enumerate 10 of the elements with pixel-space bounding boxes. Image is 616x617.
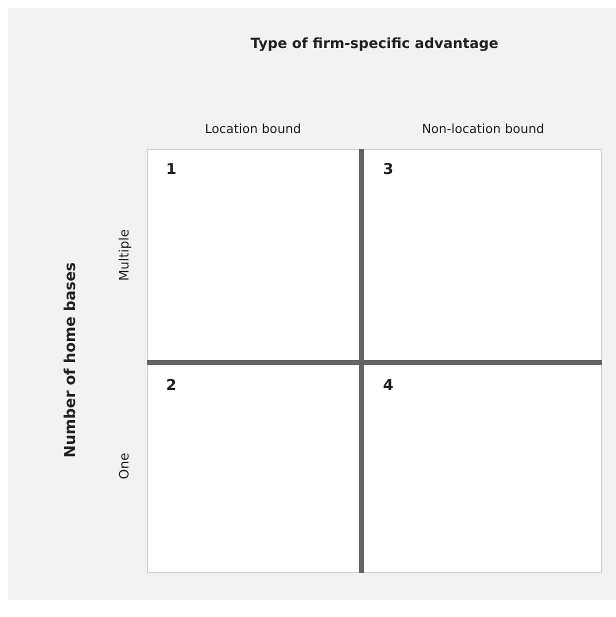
quadrant-number: 3 <box>383 159 394 180</box>
quadrant-number: 4 <box>383 375 394 396</box>
row-header: One <box>116 452 134 480</box>
axis-title: Type of firm-specific advantage <box>250 35 500 54</box>
axis-title: Number of home bases <box>60 262 80 458</box>
column-header: Location bound <box>204 120 302 138</box>
quadrant-number: 1 <box>166 159 176 180</box>
column-header: Non-location bound <box>420 120 546 138</box>
row-header: Multiple <box>116 229 134 281</box>
quadrant-number: 2 <box>166 375 176 396</box>
